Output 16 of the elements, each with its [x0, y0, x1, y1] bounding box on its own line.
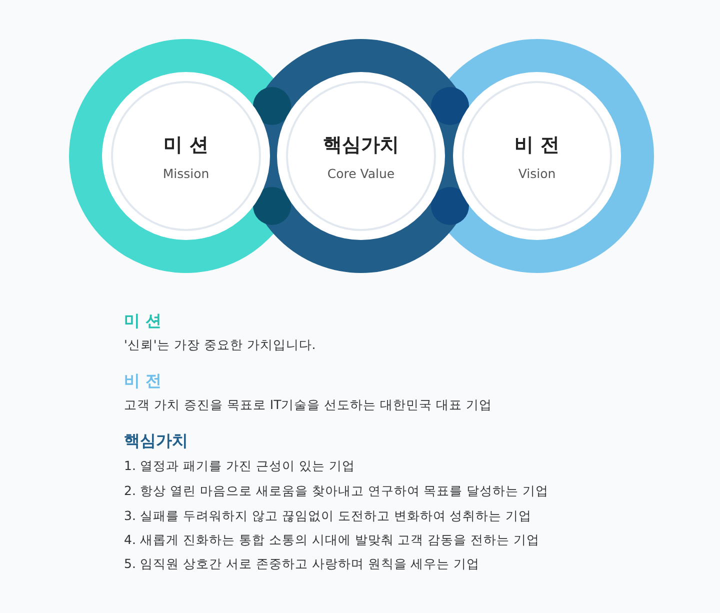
circle-title: 핵심가치 [323, 132, 399, 158]
circle-title: 미 션 [164, 132, 208, 158]
body-text: 3. 실패를 두려워하지 않고 끊임없이 도전하고 변화하여 성취하는 기업 [124, 508, 532, 525]
body-text: 1. 열정과 패기를 가진 근성이 있는 기업 [124, 458, 355, 475]
circle-subtitle: Mission [162, 166, 210, 180]
body-text: 2. 항상 열린 마음으로 새로움을 찾아내고 연구하여 목표를 달성하는 기업 [124, 483, 549, 500]
body-text: 5. 임직원 상호간 서로 존중하고 사랑하며 원칙을 세우는 기업 [124, 556, 480, 573]
section-heading: 미 션 [124, 311, 162, 332]
section-heading: 핵심가치 [124, 431, 188, 452]
section-heading: 비 전 [124, 371, 162, 392]
circle-subtitle: Vision [518, 166, 556, 180]
circle-subtitle: Core Value [327, 166, 395, 180]
body-text: '신뢰'는 가장 중요한 가치입니다. [124, 337, 316, 354]
body-text: 고객 가치 증진을 목표로 IT기술을 선도하는 대한민국 대표 기업 [124, 397, 492, 414]
body-text: 4. 새롭게 진화하는 통합 소통의 시대에 발맞춰 고객 감동을 전하는 기업 [124, 532, 540, 549]
circle-title: 비 전 [514, 132, 560, 158]
